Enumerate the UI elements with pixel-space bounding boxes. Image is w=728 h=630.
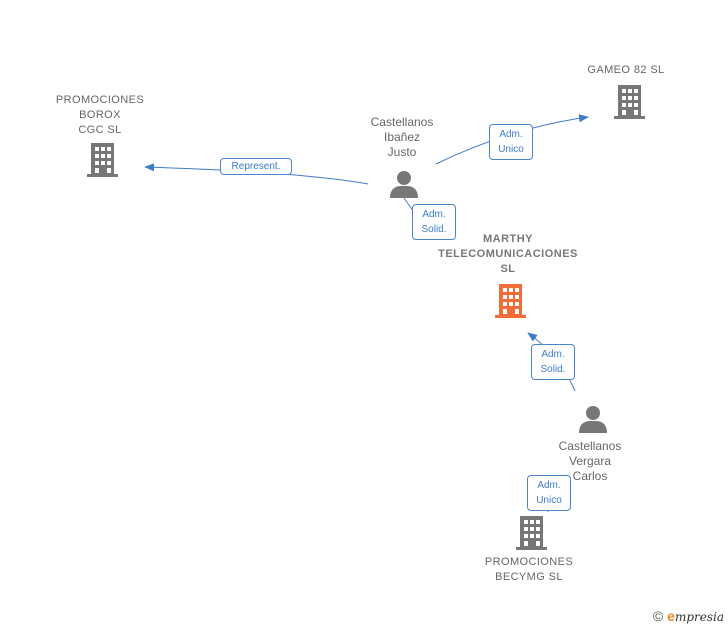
copyright-icon: ©	[652, 608, 664, 624]
person-icon	[579, 406, 607, 433]
node-label-promociones-becymg[interactable]: PROMOCIONES BECYMG SL	[484, 556, 574, 583]
edge-label-adm-solid-vergara[interactable]: Adm. Solid.	[531, 344, 575, 380]
building-icon-focus	[495, 284, 526, 318]
node-label-castellanos-vergara[interactable]: Castellanos Vergara Carlos	[558, 439, 622, 483]
node-label-promociones-borox[interactable]: PROMOCIONES BOROX CGC SL	[55, 94, 145, 136]
empresia-logo: empresia	[667, 608, 724, 624]
building-icon	[614, 85, 645, 119]
person-icon	[390, 171, 418, 198]
brand-footer: © empresia	[653, 608, 724, 624]
edge-label-represent[interactable]: Represent.	[220, 158, 292, 175]
edge-label-adm-unico-becymg[interactable]: Adm. Unico	[527, 475, 571, 511]
edge-label-adm-unico-gameo[interactable]: Adm. Unico	[489, 124, 533, 160]
node-label-castellanos-ibanez[interactable]: Castellanos Ibañez Justo	[370, 115, 434, 159]
node-label-gameo[interactable]: GAMEO 82 SL	[587, 64, 665, 76]
edge-label-adm-solid-ibanez[interactable]: Adm. Solid.	[412, 204, 456, 240]
building-icon	[87, 143, 118, 177]
node-label-marthy[interactable]: MARTHY TELECOMUNICACIONES SL	[438, 233, 578, 275]
building-icon	[516, 516, 547, 550]
